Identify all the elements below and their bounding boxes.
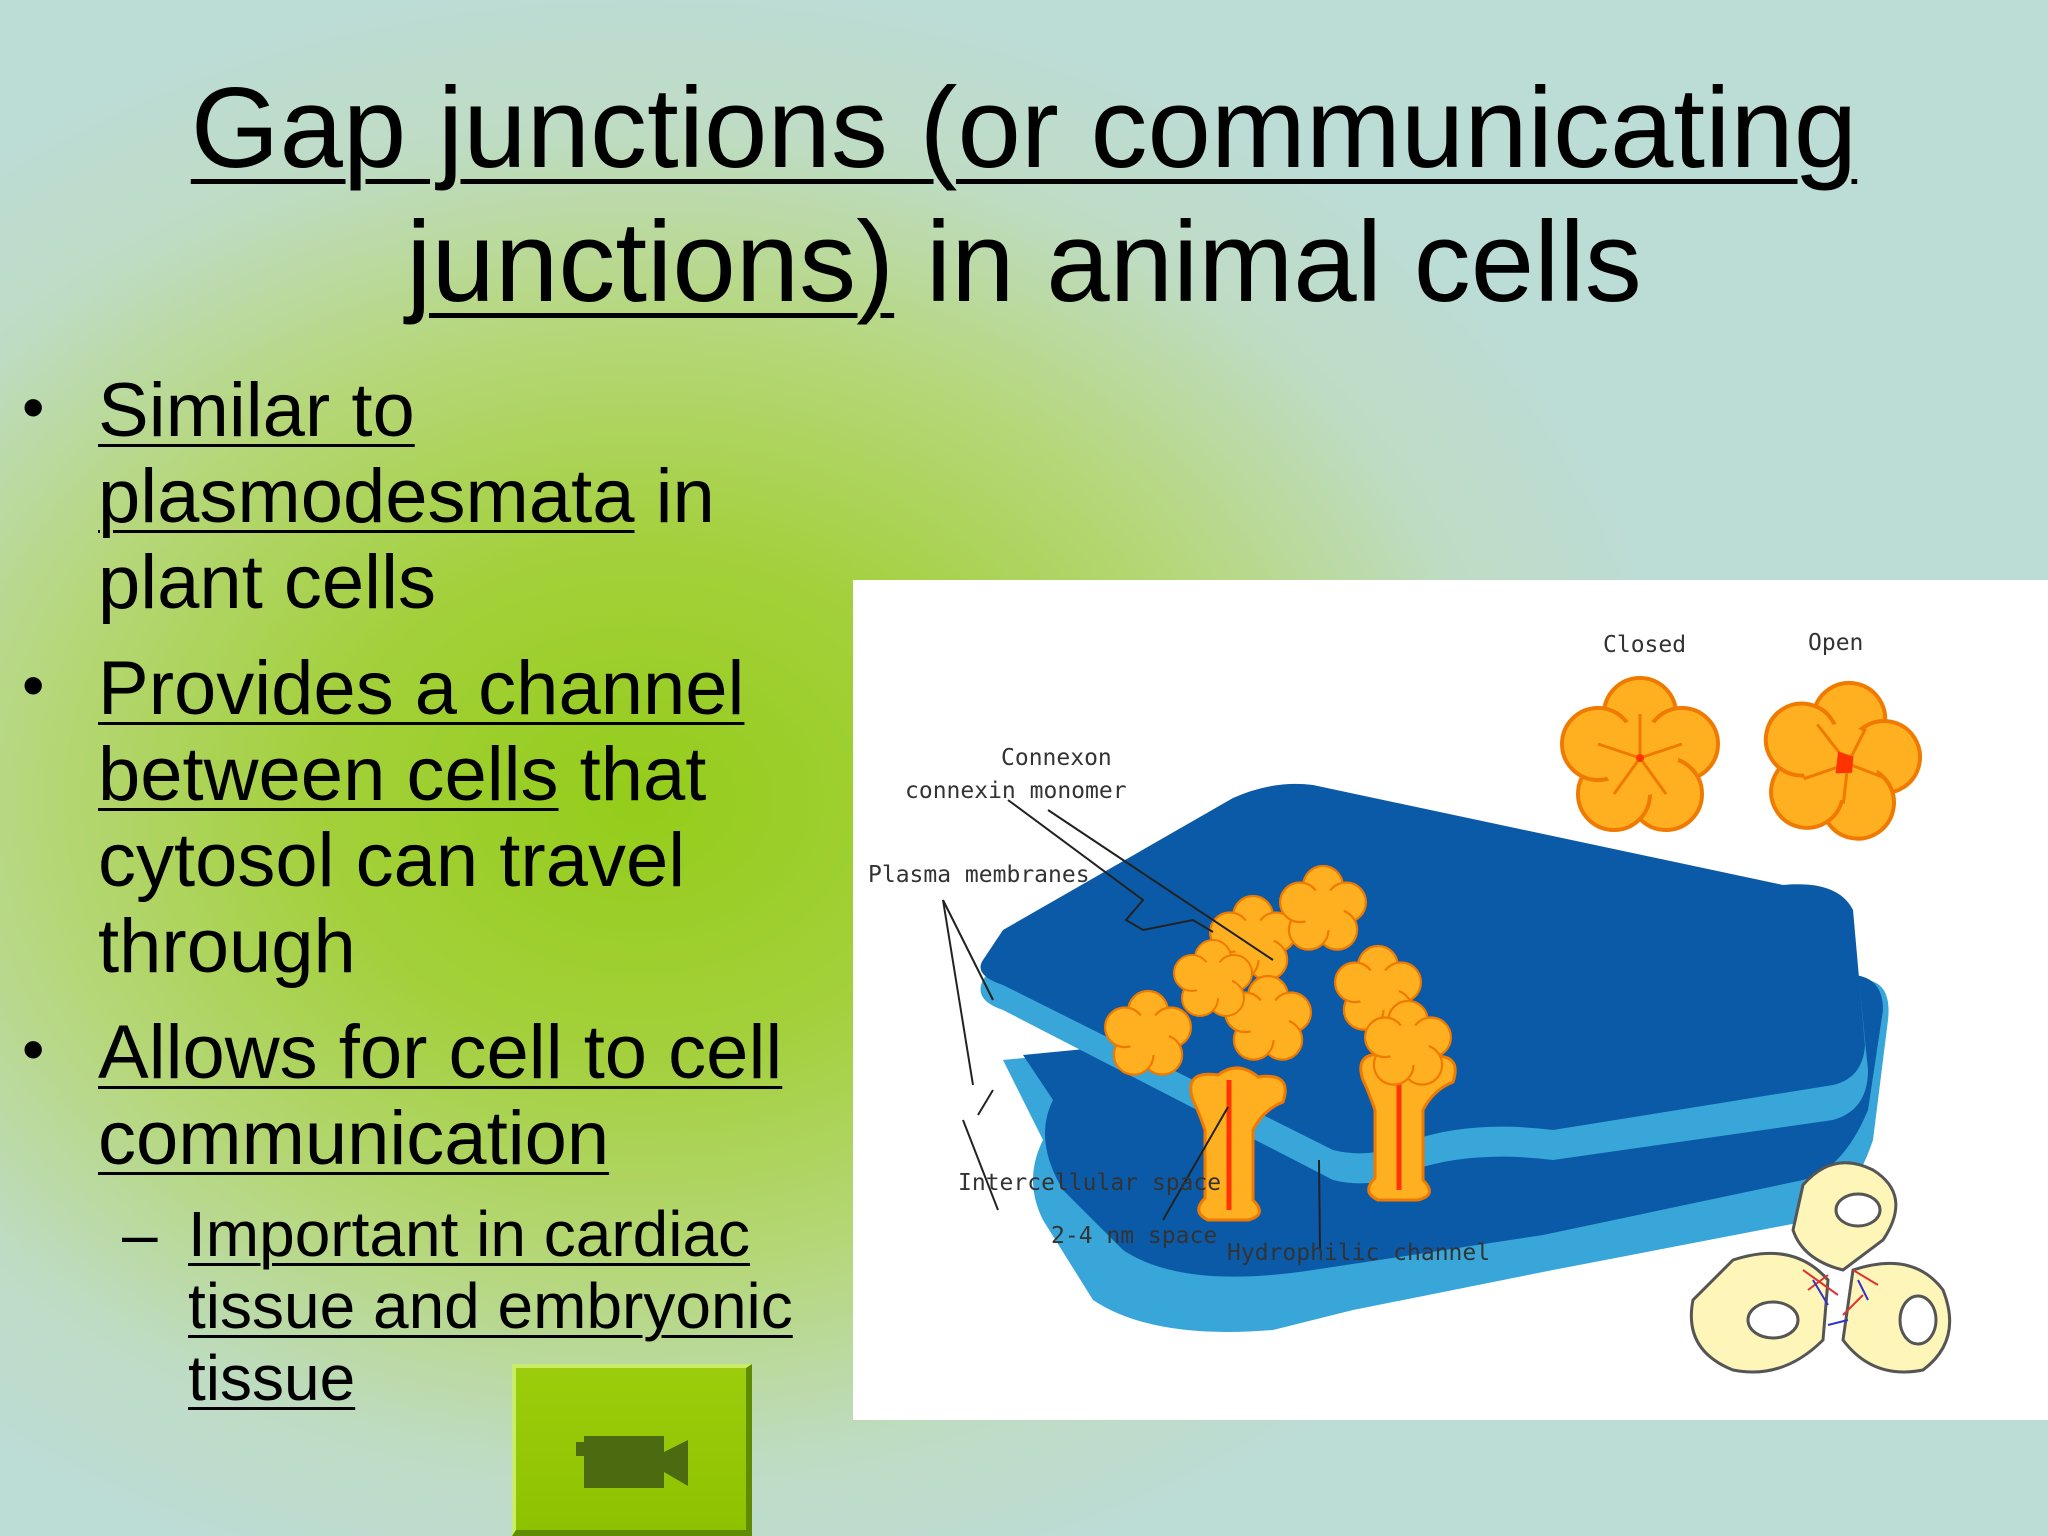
gap-junction-diagram: Closed Open Connexon connexin monomer Pl… [853, 580, 2048, 1420]
bullet-text: in plant cells [98, 454, 715, 625]
bullet-link[interactable]: Provides a channel between cells [98, 646, 745, 817]
label-hydrophilic-channel: Hydrophilic channel [1227, 1240, 1491, 1266]
bullet-item: • Provides a channel between cells that … [22, 646, 922, 990]
label-intercellular-space: Intercellular space [958, 1170, 1222, 1196]
bullet-dot: • [22, 1013, 45, 1085]
bullet-item: • Allows for cell to cell communication [22, 1010, 922, 1182]
title-line-2-rest: in animal cells [894, 199, 1642, 326]
bullet-list: • Similar to plasmodesmata in plant cell… [22, 368, 922, 1414]
label-plasma-membranes: Plasma membranes [868, 862, 1090, 888]
diagram-graphic [942, 665, 1952, 1374]
video-camera-icon [576, 1436, 688, 1488]
label-open: Open [1808, 630, 1864, 656]
label-connexon: Connexon [1001, 745, 1112, 771]
bullet-link[interactable]: Similar to plasmodesmata [98, 368, 635, 539]
play-video-button[interactable] [512, 1364, 752, 1536]
bullet-link[interactable]: Allows for cell to cell communication [98, 1010, 783, 1181]
sub-bullet-link[interactable]: Important in cardiac tissue and embryoni… [188, 1198, 793, 1414]
bullet-dot: • [22, 371, 45, 443]
label-closed: Closed [1603, 632, 1687, 658]
title-line-2-link[interactable]: junctions) [406, 199, 895, 326]
slide-title: Gap junctions (or communicating junction… [0, 62, 2048, 330]
bullet-text: that cytosol can travel through [98, 732, 707, 989]
title-line-1[interactable]: Gap junctions (or communicating [190, 65, 1858, 192]
bullet-dot: • [22, 649, 45, 721]
bullet-item: • Similar to plasmodesmata in plant cell… [22, 368, 922, 626]
sub-bullet-item: – Important in cardiac tissue and embryo… [22, 1198, 922, 1414]
label-connexin-monomer: connexin monomer [905, 778, 1127, 804]
sub-bullet-dash: – [122, 1198, 158, 1270]
label-nm-space: 2-4 nm space [1051, 1223, 1218, 1249]
